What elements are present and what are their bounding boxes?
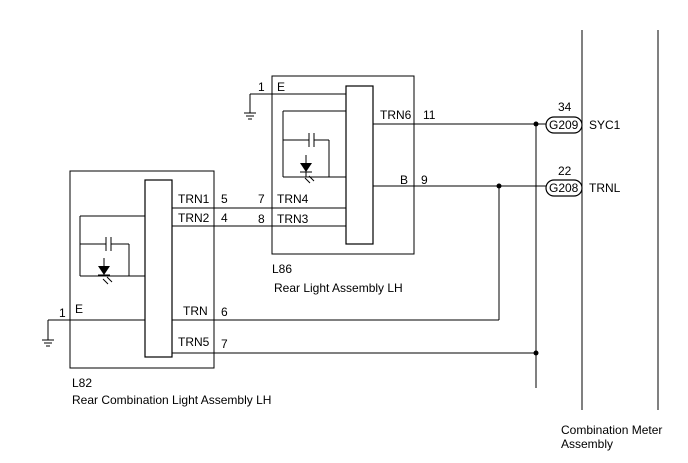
junction-dot-b [496,183,502,189]
junction-dot-trn5 [533,350,539,356]
l82-e-label: E [75,302,83,316]
l82-rear-combination-light-assembly: L82 Rear Combination Light Assembly LH T… [42,170,536,407]
l82-trn2-pin-number: 4 [221,211,228,225]
l86-trn4-label: TRN4 [277,192,309,206]
l86-trn6-pin-number: 11 [423,108,436,122]
l82-code: L82 [72,376,92,390]
l82-trn-pin-number: 6 [221,305,228,319]
connector-g208-signal: TRNL [589,181,621,195]
meter-name-line1: Combination Meter [561,423,662,437]
l86-e-pin-number: 1 [258,80,265,94]
connector-g208-pin: 22 [558,164,572,178]
l86-code: L86 [272,262,292,276]
l86-b-pin-number: 9 [421,173,428,187]
combination-meter-assembly: Combination Meter Assembly [561,30,662,451]
l82-trn2-label: TRN2 [178,211,210,225]
connector-g208-id: G208 [549,181,579,195]
l86-b-label: B [400,173,408,187]
l86-trn6-label: TRN6 [380,108,412,122]
l86-trn4-pin-number: 7 [258,192,265,206]
l82-name: Rear Combination Light Assembly LH [72,393,271,407]
connector-g209-id: G209 [549,118,579,132]
l86-trn3-label: TRN3 [277,212,309,226]
l86-internal-circuit [282,110,346,184]
l82-internal-circuit [79,215,145,285]
l82-module [144,179,173,358]
connector-g209-pin: 34 [558,100,572,114]
l86-e-label: E [277,80,285,94]
l86-module [345,85,374,245]
l86-rear-light-assembly: L86 Rear Light Assembly LH 1 E TRN6 [244,75,548,295]
l86-name: Rear Light Assembly LH [274,281,403,295]
connector-g209: G209 34 SYC1 [545,100,621,134]
connector-g208: G208 22 TRNL [545,164,621,197]
l86-box [271,75,415,255]
meter-name-line2: Assembly [561,437,613,451]
l82-trn5-label: TRN5 [178,335,210,349]
l82-trn-label: TRN [183,304,208,318]
l82-trn1-label: TRN1 [178,192,210,206]
connector-g209-signal: SYC1 [589,118,621,132]
l82-trn5-pin-number: 7 [221,337,228,351]
l86-trn3-pin-number: 8 [258,212,265,226]
l82-box [69,170,215,369]
l86-trn1-pin-number: 5 [221,192,228,206]
l82-e-pin-number: 1 [59,306,66,320]
junction-dot-syc1 [533,121,539,127]
